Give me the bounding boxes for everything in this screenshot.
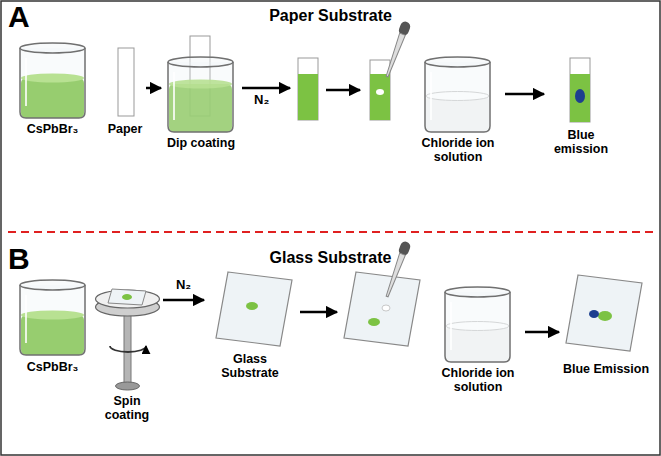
glass-slide xyxy=(566,275,642,351)
coating xyxy=(370,74,390,120)
green-drop xyxy=(122,294,132,300)
paper-strip xyxy=(370,60,390,120)
process-step: Chloride ion solution xyxy=(432,286,524,397)
process-step: Paper xyxy=(105,42,145,139)
process-step: Glass Substrate xyxy=(205,268,295,383)
coating xyxy=(298,74,318,120)
panel-divider xyxy=(8,231,653,233)
process-arrow xyxy=(525,331,559,334)
edge-label: N₂ xyxy=(174,278,193,293)
panel-title: Paper Substrate xyxy=(269,6,392,25)
drop xyxy=(376,89,384,95)
coating xyxy=(570,74,590,122)
beaker-glass xyxy=(20,280,85,355)
glass-slide xyxy=(216,272,292,346)
step-caption: Chloride ion solution xyxy=(432,366,524,395)
paper-strip xyxy=(298,58,318,120)
gas-label: N₂ xyxy=(252,93,271,108)
glass-slide xyxy=(108,289,146,305)
green-spot xyxy=(368,318,380,326)
step-caption: Dip coating xyxy=(162,136,240,150)
paper-strip xyxy=(118,48,134,116)
dropper xyxy=(382,240,411,298)
step-caption: CsPbBr₃ xyxy=(15,360,90,374)
rotation-arrow xyxy=(110,346,146,352)
process-arrow xyxy=(300,311,337,314)
dropper-tube xyxy=(384,33,405,77)
process-arrow xyxy=(505,93,544,96)
emission-strip xyxy=(570,58,590,122)
upper-disk xyxy=(96,290,160,308)
panel-title: Glass Substrate xyxy=(270,248,392,267)
beaker-green xyxy=(20,43,85,118)
beaker-glass xyxy=(20,43,85,118)
step-caption: Blue emission xyxy=(545,128,617,157)
step-caption: CsPbBr₃ xyxy=(15,122,90,136)
drop xyxy=(382,305,390,311)
paper-strip xyxy=(570,58,590,122)
process-arrow xyxy=(242,87,290,90)
step-caption: Paper xyxy=(105,122,145,136)
base xyxy=(116,382,140,390)
dropper xyxy=(382,20,411,78)
emission-slide xyxy=(566,275,642,351)
green-spot xyxy=(246,302,258,310)
beaker-white xyxy=(425,57,490,132)
beaker-glass xyxy=(425,57,490,132)
process-step: Spin coating xyxy=(92,282,162,425)
process-step: CsPbBr₃ xyxy=(15,280,90,377)
glass-slide xyxy=(344,272,420,346)
process-step: Dip coating xyxy=(162,34,240,153)
panel: A Paper SubstrateCsPbBr₃ PaperDip coating C… xyxy=(0,0,661,228)
blue-spot xyxy=(589,310,599,318)
green-spot xyxy=(598,311,612,321)
process-arrow xyxy=(146,87,161,90)
beaker-green xyxy=(20,280,85,355)
panel-letter: B xyxy=(8,244,30,274)
panel: BGlass SubstrateCsPbBr₃Spin coatingGlass… xyxy=(0,228,661,456)
process-step: CsPbBr₃ xyxy=(15,42,90,139)
dropper-strip xyxy=(370,20,412,120)
process-step: Blue emission xyxy=(545,52,617,159)
process-step: Chloride ion solution xyxy=(412,56,504,167)
beaker-glass xyxy=(445,287,510,362)
blue-spot xyxy=(575,89,585,103)
step-caption: Glass Substrate xyxy=(205,352,295,381)
step-caption: Blue Emission xyxy=(560,362,652,376)
coated-strip xyxy=(298,58,318,120)
process-arrow xyxy=(326,89,360,92)
beaker-white xyxy=(445,287,510,362)
step-caption: Spin coating xyxy=(92,394,162,423)
beaker-glass xyxy=(168,57,233,132)
step-caption: Chloride ion solution xyxy=(412,136,504,165)
spin-coater xyxy=(96,289,160,390)
dip-coating-beaker xyxy=(168,36,233,132)
process-step: Blue Emission xyxy=(560,272,652,379)
process-arrow xyxy=(163,299,204,302)
shaft xyxy=(124,306,131,386)
panel-letter: A xyxy=(8,2,30,32)
glass-substrate xyxy=(216,272,292,346)
